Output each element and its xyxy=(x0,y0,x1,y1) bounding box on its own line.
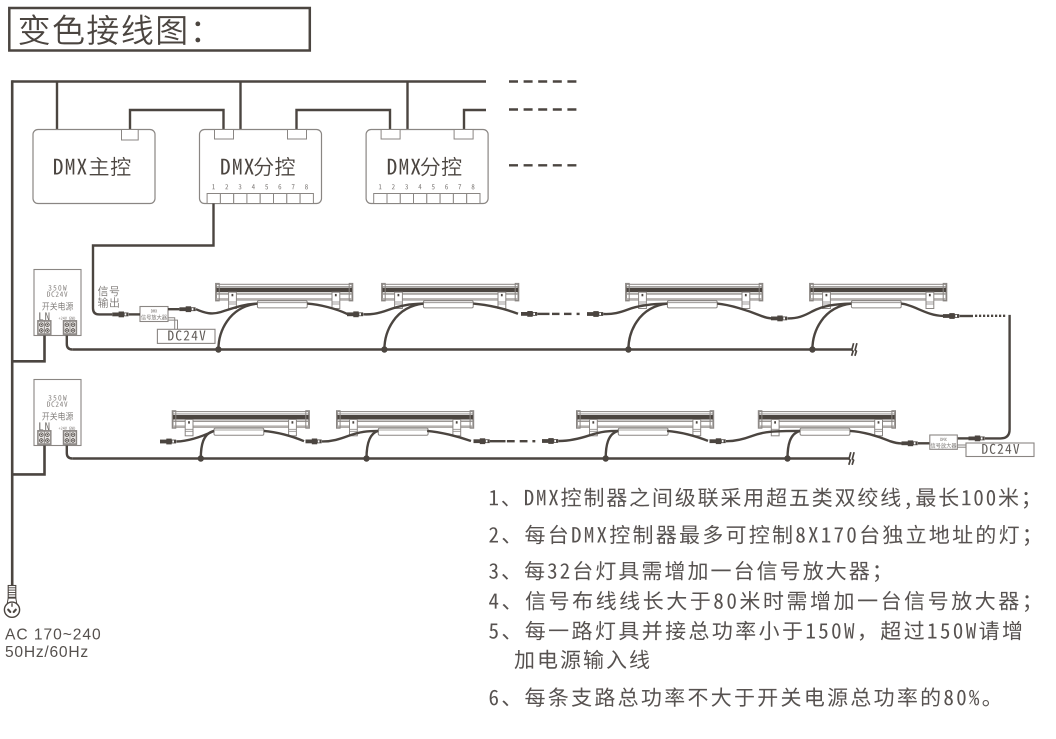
svg-text:50Hz/60Hz: 50Hz/60Hz xyxy=(5,644,89,661)
svg-text:AC 170~240: AC 170~240 xyxy=(5,626,102,643)
